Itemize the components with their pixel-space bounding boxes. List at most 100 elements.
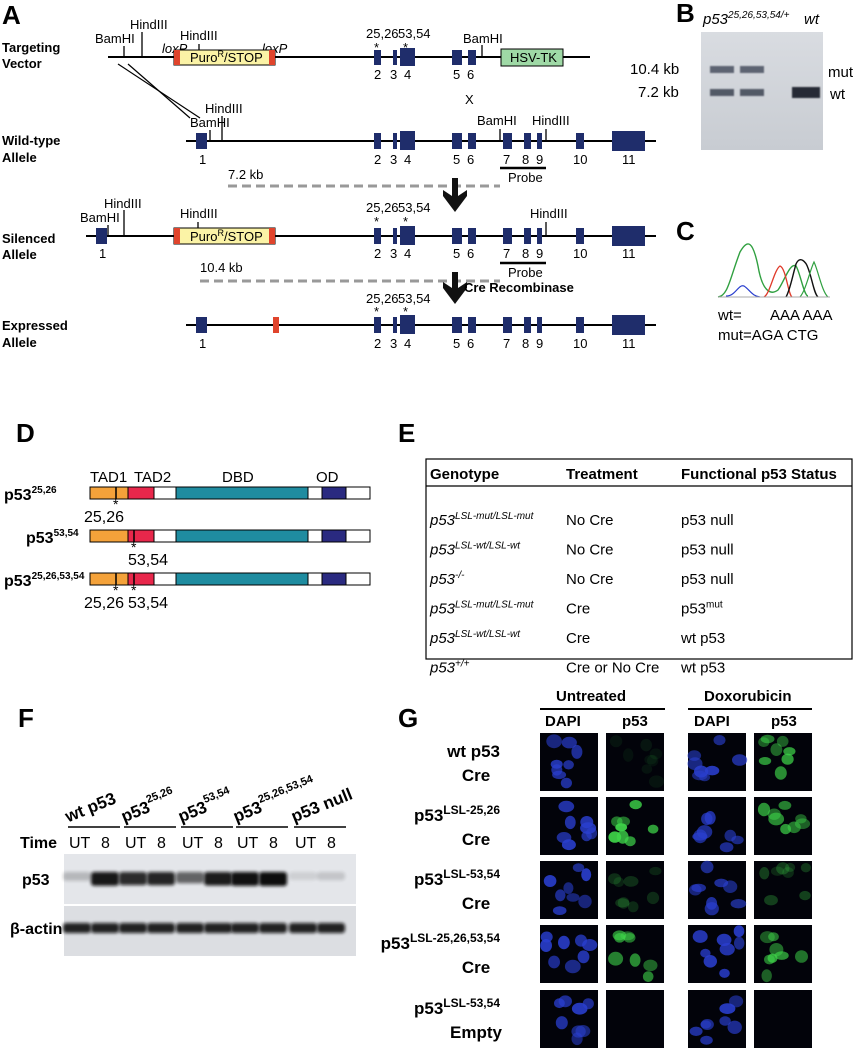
wt-hindiii-2: HindIII (532, 113, 570, 128)
wt-exon-5 (452, 133, 462, 149)
dapi-nucleus (690, 1027, 703, 1036)
sa-puro-text: PuroR/STOP (190, 228, 263, 244)
arrow-down-icon-1 (443, 178, 467, 212)
wt-exon-6 (468, 133, 476, 149)
domain-box-od (322, 487, 346, 499)
cell-genotype: p53LSL-wt/LSL-wt (429, 541, 521, 559)
ea-exon-5-label: 5 (453, 336, 460, 351)
lane-label: UT (182, 835, 204, 852)
micrograph (754, 990, 812, 1048)
domain-dbd: DBD (222, 469, 254, 486)
dapi-nucleus (555, 889, 565, 901)
domain-tad2: TAD2 (134, 469, 171, 486)
tv-exon-2 (374, 50, 381, 65)
row-label-silenced-2: Allele (2, 247, 37, 262)
cell-genotype: p53+/+ (429, 659, 470, 677)
ea-exon-7-label: 7 (503, 336, 510, 351)
domain-box-tad1 (90, 530, 128, 542)
cell-genotype: p53LSL-wt/LSL-wt (429, 629, 521, 647)
dapi-nucleus (571, 1025, 585, 1037)
dapi-nucleus (732, 754, 747, 766)
panel-e: E Genotype Treatment Functional p53 Stat… (398, 418, 852, 677)
sa-exon-7-label: 7 (503, 246, 510, 261)
ea-exon-3 (393, 317, 397, 333)
p53-band (147, 872, 175, 885)
domain-box-dbd (176, 573, 308, 585)
p53-nucleus (795, 814, 806, 823)
domain-box-tad1 (90, 573, 128, 585)
cell-genotype: p53LSL-mut/LSL-mut (429, 511, 535, 529)
table-row: p53LSL-wt/LSL-wtCrewt p53 (429, 629, 725, 647)
sa-exon-9 (537, 228, 542, 244)
p53-nucleus (799, 891, 810, 900)
dapi-nucleus (558, 936, 570, 950)
construct-bar: * (90, 487, 370, 512)
tv-loxp-box-1 (174, 50, 180, 65)
actin-band (204, 923, 232, 933)
tv-exon-4 (400, 48, 415, 66)
dapi-nucleus (705, 811, 716, 825)
dapi-nucleus (714, 879, 728, 888)
actin-band (176, 923, 204, 933)
cell-status: p53 null (681, 512, 734, 529)
channel-dapi-2: DAPI (694, 713, 730, 730)
micrograph (606, 990, 664, 1048)
row-label-wildtype-2: Allele (2, 150, 37, 165)
p53-nucleus (642, 764, 653, 773)
dapi-nucleus (540, 939, 552, 952)
p53-nucleus (649, 867, 661, 875)
actin-band (289, 923, 317, 933)
lane-label: UT (295, 835, 317, 852)
dapi-nucleus (578, 895, 591, 908)
p53-band (63, 872, 91, 881)
dapi-nucleus (567, 893, 580, 902)
sa-star-1: * (374, 214, 379, 229)
dapi-nucleus (720, 842, 734, 852)
ea-exon-2-label: 2 (374, 336, 381, 351)
sa-exon-2 (374, 228, 381, 244)
cell-treatment: Cre or No Cre (566, 660, 659, 677)
row-label-construct: p53LSL-25,26,53,54 (381, 931, 501, 953)
tv-exon-3-label: 3 (390, 67, 397, 82)
ea-exon-10-label: 10 (573, 336, 587, 351)
row-label-vector: Cre (462, 766, 490, 785)
sa-exon-3 (393, 228, 397, 244)
p53-band (317, 872, 345, 880)
sa-exon-5-label: 5 (453, 246, 460, 261)
micrograph (540, 733, 598, 791)
dapi-nucleus (571, 745, 582, 759)
seq-wt-codons: AAA AAA (770, 307, 833, 324)
dapi-nucleus (544, 875, 557, 887)
wt-exon-7-label: 7 (503, 152, 510, 167)
dapi-nucleus (565, 960, 581, 973)
dapi-nucleus (551, 760, 563, 769)
wt-exon-5-label: 5 (453, 152, 460, 167)
wt-exon-4-label: 4 (404, 152, 411, 167)
tv-exon-2-label: 2 (374, 67, 381, 82)
dapi-nucleus (578, 950, 590, 963)
dapi-nucleus (714, 735, 726, 745)
dapi-nucleus (700, 1036, 713, 1045)
p53-nucleus (779, 801, 792, 810)
micrograph (688, 861, 746, 919)
dapi-nucleus (572, 1003, 588, 1015)
sa-exon-11-label: 11 (622, 246, 636, 261)
cell-status: p53 null (681, 571, 734, 588)
group-label: p5325,26 (117, 785, 178, 827)
ea-exon-9 (537, 317, 542, 333)
ea-star-1: * (374, 304, 379, 319)
construct-label: p5353,54 (26, 528, 79, 547)
panel-b: B p5325,26,53,54/+ wt 10.4 kb 7.2 kb mut… (630, 0, 854, 150)
tv-bamhi-2: BamHI (463, 31, 503, 46)
cell-treatment: No Cre (566, 571, 614, 588)
condition-untreated: Untreated (556, 688, 626, 705)
dapi-nucleus (586, 827, 597, 839)
micrograph (540, 925, 598, 983)
band-wt-lane2 (740, 89, 764, 96)
wt-exon-2-label: 2 (374, 152, 381, 167)
dapi-nucleus (546, 734, 562, 748)
p53-nucleus (630, 800, 642, 809)
dapi-nucleus (693, 930, 708, 943)
table-row: p53LSL-mut/LSL-mutNo Crep53 null (429, 511, 734, 529)
